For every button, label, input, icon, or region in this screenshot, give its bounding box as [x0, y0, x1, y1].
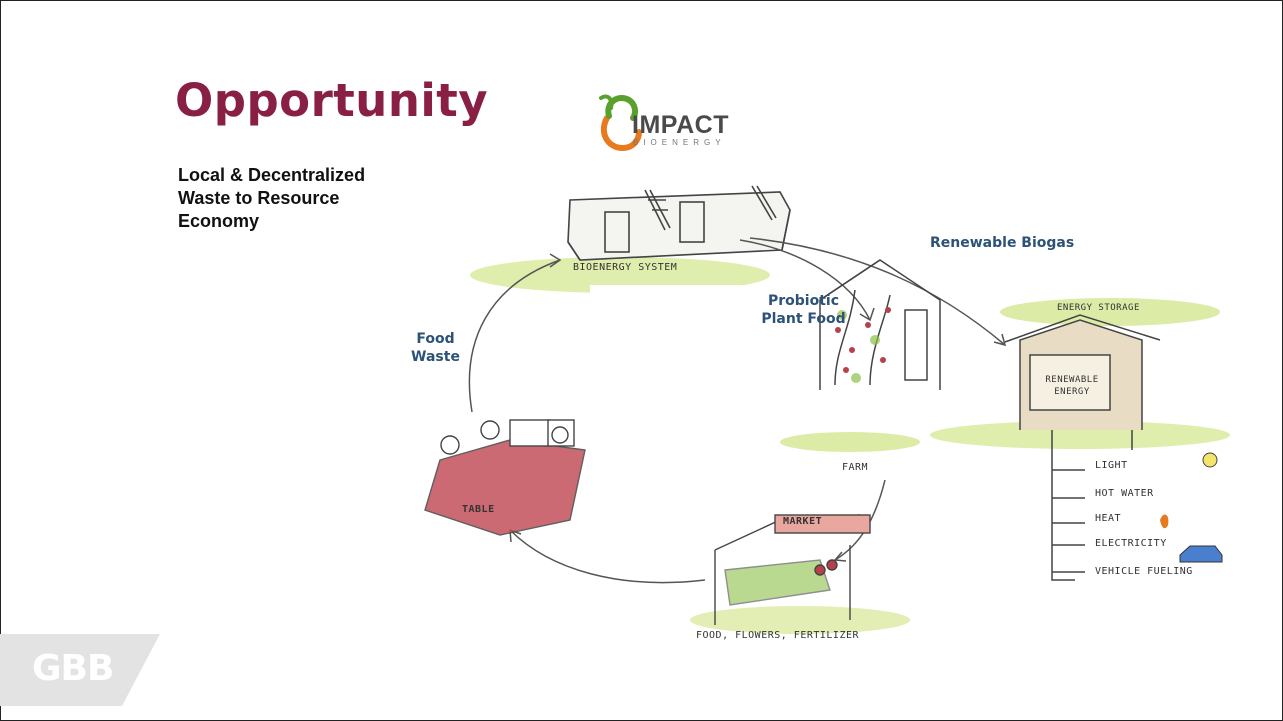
energy-storage-sketch	[1004, 314, 1161, 581]
slide-title: Opportunity	[175, 74, 489, 127]
sketch-label-farm: FARM	[842, 462, 869, 473]
sketch-output-electricity: ELECTRICITY	[1095, 538, 1167, 549]
grass-patch-market	[690, 606, 910, 634]
gbb-logo: GBB	[32, 648, 114, 689]
table-sketch	[424, 419, 586, 536]
arrow-biogas	[749, 237, 1006, 346]
bioenergy-system-sketch	[567, 185, 791, 261]
logo-name: IMPACT	[632, 111, 729, 139]
sketch-output-light: LIGHT	[1095, 460, 1128, 471]
label-food-waste: Food Waste	[411, 331, 460, 365]
arrow-food-waste	[468, 259, 561, 413]
label-renewable-biogas: Renewable Biogas	[930, 235, 1075, 251]
grass-patch-energy	[930, 421, 1230, 449]
sketch-label-bioenergy-system: BIOENERGY SYSTEM	[573, 262, 678, 273]
sketch-label-renewable-energy: RENEWABLE ENERGY	[1045, 375, 1099, 397]
sketch-output-heat: HEAT	[1095, 513, 1122, 524]
gbb-corner-shape	[0, 634, 160, 706]
sketch-label-market-caption: FOOD, FLOWERS, FERTILIZER	[696, 630, 860, 641]
slide-subtitle: Local & Decentralized Waste to Resource …	[178, 165, 366, 231]
sketch-label-table: TABLE	[462, 504, 495, 515]
grass-patch-farm	[780, 432, 920, 452]
sketch-output-vehicle-fueling: VEHICLE FUELING	[1095, 566, 1193, 577]
impact-bioenergy-logo	[599, 94, 642, 152]
arrow-plant-food	[739, 239, 871, 321]
bioenergy-cycle-illustration	[424, 185, 1230, 634]
energy-icons	[1160, 452, 1223, 563]
blank-overlay	[590, 285, 742, 343]
logo-tagline: BIOENERGY	[633, 138, 726, 147]
grass-patch-storage	[1000, 298, 1220, 326]
label-probiotic-plant-food: Probiotic Plant Food	[761, 293, 846, 327]
farm-plants	[835, 307, 891, 373]
market-sketch	[714, 514, 871, 625]
sketch-label-energy-storage: ENERGY STORAGE	[1057, 303, 1140, 313]
sketch-output-hot-water: HOT WATER	[1095, 488, 1154, 499]
sketch-label-market: MARKET	[783, 516, 823, 527]
arrow-market-table	[509, 529, 706, 584]
